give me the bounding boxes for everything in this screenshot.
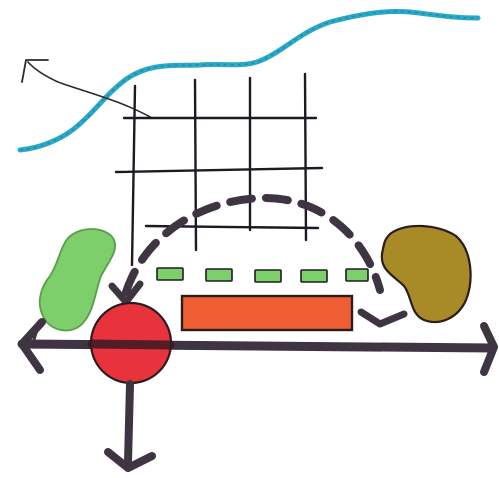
corner-arrow-curve: [28, 62, 152, 118]
down-arrow-shaft: [128, 384, 130, 462]
arc-right-arrowhead: [361, 312, 404, 324]
green-dash-row: [157, 268, 368, 282]
orange-bar: [182, 296, 352, 330]
grid: [116, 74, 322, 265]
olive-blob: [382, 226, 471, 322]
red-circle-axis-overlap: [92, 344, 170, 345]
corner-arrow-head: [22, 60, 48, 82]
